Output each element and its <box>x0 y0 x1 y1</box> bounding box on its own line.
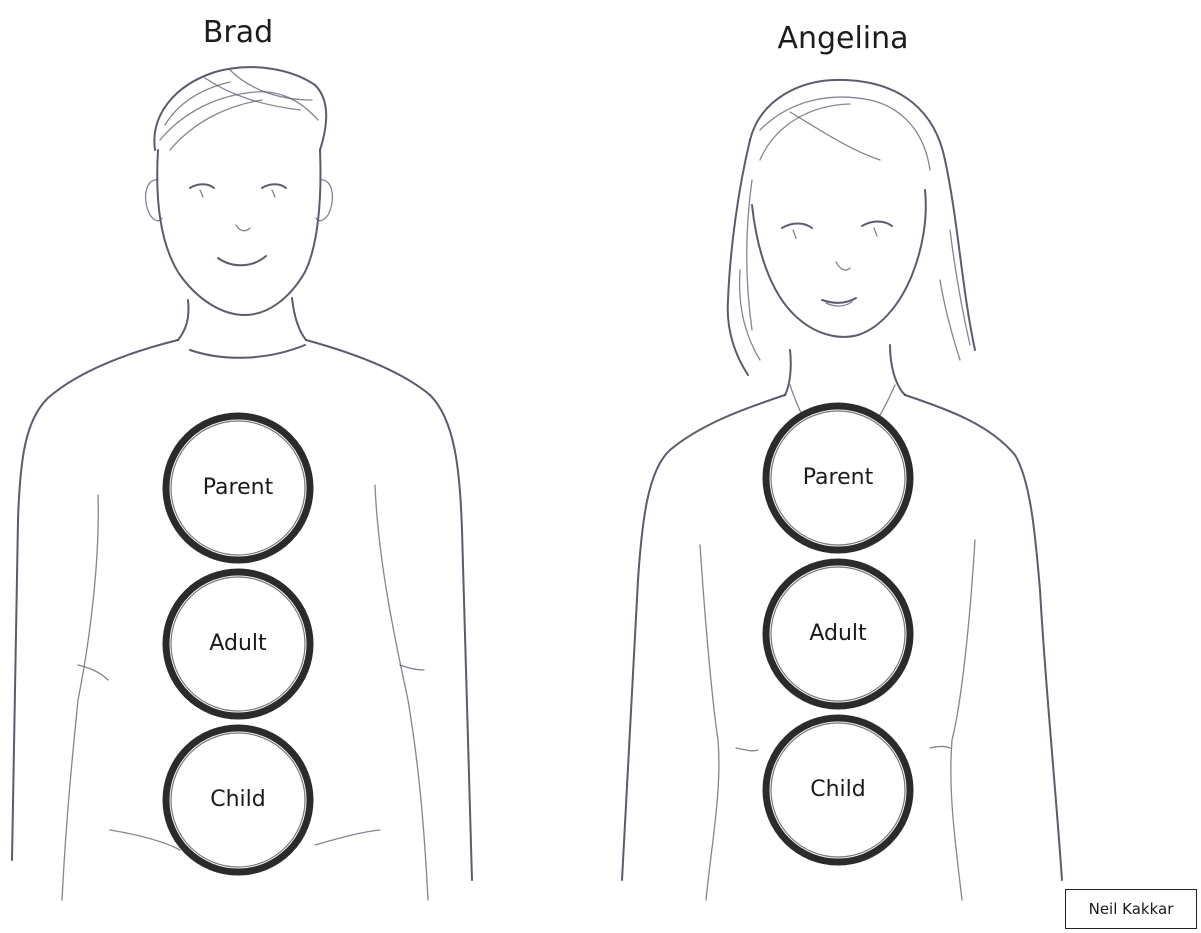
angelina-parent-label: Parent <box>803 465 874 490</box>
credit-label: Neil Kakkar <box>1089 900 1174 918</box>
person-name-angelina: Angelina <box>777 21 908 56</box>
angelina-adult-label: Adult <box>809 621 867 646</box>
angelina-ego-states: Parent Adult Child <box>766 406 910 862</box>
angelina-child-label: Child <box>810 777 866 802</box>
person-name-brad: Brad <box>203 15 273 50</box>
brad-parent-label: Parent <box>203 475 274 500</box>
brad-adult-label: Adult <box>209 631 267 656</box>
brad-child-label: Child <box>210 787 266 812</box>
brad-ego-states: Parent Adult Child <box>166 416 310 872</box>
credit-box: Neil Kakkar <box>1065 889 1197 929</box>
